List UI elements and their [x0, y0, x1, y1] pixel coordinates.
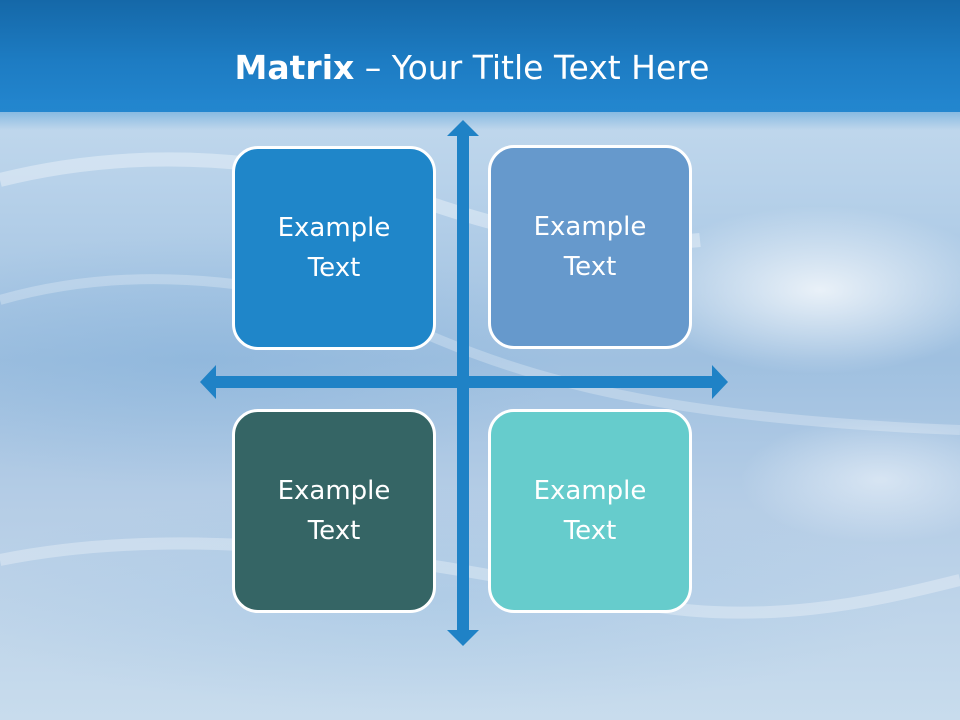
title-bar-fade: [0, 100, 960, 130]
slide-title: Matrix – Your Title Text Here: [0, 48, 944, 87]
quadrant-top-right: Example Text: [488, 145, 692, 349]
arrow-down-icon: [447, 630, 479, 646]
quadrant-text: Example Text: [533, 476, 647, 546]
arrow-right-icon: [712, 365, 728, 399]
quadrant-text: Example Text: [533, 212, 647, 282]
quadrant-bottom-right: Example Text: [488, 409, 692, 613]
quadrant-bottom-left: Example Text: [232, 409, 436, 613]
title-rest: – Your Title Text Here: [354, 48, 710, 87]
quadrant-text: Example Text: [277, 213, 391, 283]
quadrant-top-left: Example Text: [232, 146, 436, 350]
title-bold: Matrix: [234, 48, 355, 87]
arrow-up-icon: [447, 120, 479, 136]
arrow-left-icon: [200, 365, 216, 399]
horizontal-axis: [214, 376, 714, 388]
title-bar: [0, 0, 960, 112]
quadrant-text: Example Text: [277, 476, 391, 546]
